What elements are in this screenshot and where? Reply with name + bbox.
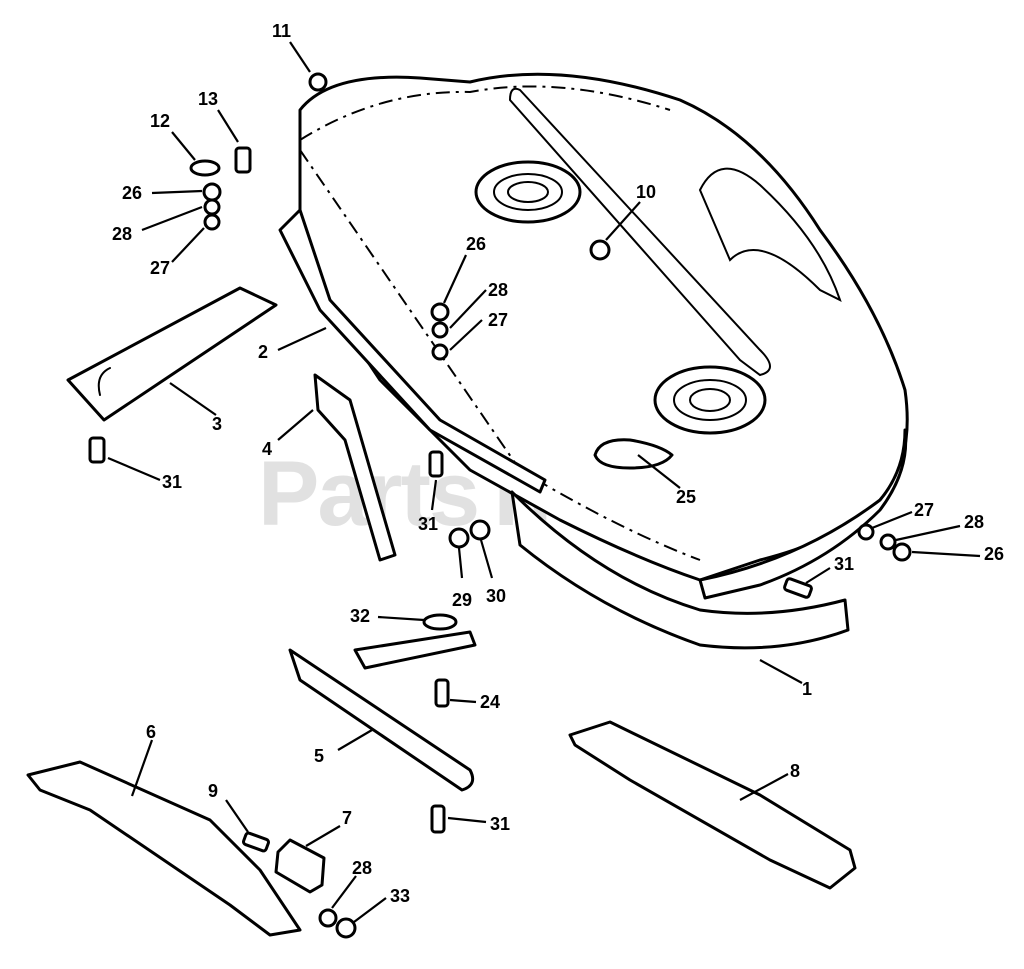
callout-31a: 31 <box>162 472 182 492</box>
part-24-bolt <box>434 678 450 708</box>
callout-7: 7 <box>342 808 352 828</box>
part-12-clip <box>189 159 221 177</box>
part-31-bolt-c <box>430 804 446 834</box>
part-5-spindle-bracket <box>288 648 475 792</box>
callouts: 11 12 13 26 28 27 26 28 27 10 2 3 4 31 3… <box>112 21 1004 906</box>
part-31-bolt-a <box>88 436 106 464</box>
callout-12: 12 <box>150 111 170 131</box>
part-10-nut <box>589 239 611 261</box>
callout-11: 11 <box>272 21 291 41</box>
part-1-front-baffle <box>510 490 850 650</box>
part-26-nut-c <box>892 542 912 562</box>
callout-8: 8 <box>790 761 800 781</box>
part-27-washer-b <box>431 343 449 361</box>
part-26-nut-a <box>202 182 222 202</box>
callout-33: 33 <box>390 886 410 906</box>
part-29-nut <box>448 527 470 549</box>
part-8-blade <box>568 720 857 890</box>
part-5-arm <box>353 630 477 670</box>
callout-25: 25 <box>676 487 696 507</box>
part-3-plate <box>66 286 278 422</box>
callout-27b: 27 <box>488 310 508 330</box>
part-26-nut-b <box>430 302 450 322</box>
callout-28a: 28 <box>112 224 132 244</box>
callout-28d: 28 <box>352 858 372 878</box>
part-9-bolt <box>242 831 270 853</box>
part-13-bolt <box>234 146 252 174</box>
leader-lines <box>107 41 981 923</box>
callout-30: 30 <box>486 586 506 606</box>
part-27-washer-c <box>857 523 875 541</box>
callout-27c: 27 <box>914 500 934 520</box>
callout-9: 9 <box>208 781 218 801</box>
part-2-side-bracket <box>278 208 547 494</box>
callout-13: 13 <box>198 89 218 109</box>
callout-2: 2 <box>258 342 268 362</box>
part-28-washer-c <box>879 533 897 551</box>
callout-26c: 26 <box>984 544 1004 564</box>
hardware <box>88 72 912 939</box>
callout-29: 29 <box>452 590 472 610</box>
callout-3: 3 <box>212 414 222 434</box>
callout-10: 10 <box>636 182 656 202</box>
callout-28c: 28 <box>964 512 984 532</box>
callout-6: 6 <box>146 722 156 742</box>
callout-28b: 28 <box>488 280 508 300</box>
callout-26b: 26 <box>466 234 486 254</box>
part-28-washer-a <box>203 198 221 216</box>
part-33-nut <box>335 917 357 939</box>
callout-26a: 26 <box>122 183 142 203</box>
callout-5: 5 <box>314 746 324 766</box>
part-4-baffle <box>313 373 397 562</box>
part-28-washer-d <box>318 908 338 928</box>
part-25-adjuster <box>593 438 674 470</box>
callout-4: 4 <box>262 439 272 459</box>
callout-1: 1 <box>802 679 812 699</box>
mower-deck-housing <box>298 72 909 600</box>
callout-31d: 31 <box>834 554 854 574</box>
part-28-washer-b <box>431 321 449 339</box>
callout-24: 24 <box>480 692 500 712</box>
part-32-washer <box>422 613 458 631</box>
part-11-nut <box>308 72 328 92</box>
callout-31c: 31 <box>490 814 510 834</box>
part-6-blade <box>26 760 302 937</box>
callout-31b: 31 <box>418 514 438 534</box>
part-31-bolt-b <box>428 450 444 478</box>
part-30-washer <box>469 519 491 541</box>
callout-27a: 27 <box>150 258 170 278</box>
part-7-clip <box>274 838 326 894</box>
part-27-washer-a <box>203 213 221 231</box>
callout-32: 32 <box>350 606 370 626</box>
part-31-bolt-d <box>783 577 813 599</box>
